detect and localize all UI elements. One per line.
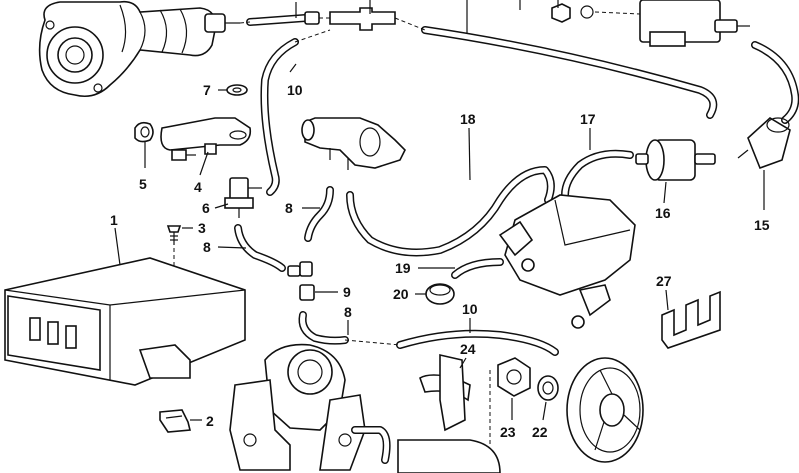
- callout-8-center: 8: [285, 200, 293, 216]
- callout-8-bottom: 8: [344, 304, 352, 320]
- callout-5: 5: [139, 176, 147, 192]
- actuator-housing: [38, 0, 240, 98]
- callout-3: 3: [198, 220, 206, 236]
- callout-16: 16: [655, 205, 671, 221]
- control-unit-1: [4, 257, 246, 386]
- nut-23: [489, 357, 531, 445]
- valve-block: [519, 0, 750, 47]
- damper-16: [635, 139, 716, 181]
- callout-23: 23: [500, 424, 516, 440]
- callout-4: 4: [194, 179, 202, 195]
- callout-20: 20: [393, 286, 409, 302]
- callout-1: 1: [110, 212, 118, 228]
- top-hoses: [239, 7, 799, 124]
- hose-8-center: [304, 186, 334, 242]
- callout-17: 17: [580, 111, 596, 127]
- callout-6: 6: [202, 200, 210, 216]
- clamp-27: [661, 290, 721, 349]
- callout-9: 9: [343, 284, 351, 300]
- hose-10-upper: [260, 29, 331, 196]
- callout-22: 22: [532, 424, 548, 440]
- callout-15: 15: [754, 217, 770, 233]
- clip-2: [159, 409, 192, 433]
- callout-2: 2: [206, 413, 214, 429]
- valve-6: [224, 177, 262, 218]
- callout-27: 27: [656, 273, 672, 289]
- callout-10-lower: 10: [462, 301, 478, 317]
- bracket-4: [160, 117, 252, 161]
- hose-18: [346, 166, 555, 257]
- callout-10-upper: 10: [287, 82, 303, 98]
- hose-17: [561, 149, 634, 199]
- callout-19: 19: [395, 260, 411, 276]
- filter-15: [737, 117, 791, 170]
- washer-7: [226, 84, 248, 96]
- hose-19: [451, 258, 504, 279]
- injector-valve: [301, 117, 406, 170]
- connector-9: [287, 261, 349, 345]
- callout-7: 7: [203, 82, 211, 98]
- fuel-filter-bottom: [351, 426, 501, 473]
- cap-20: [425, 283, 455, 305]
- callout-24: 24: [460, 341, 476, 357]
- pulley-wheel: [566, 357, 644, 463]
- callout-8-left: 8: [203, 239, 211, 255]
- hose-10-lower: [344, 329, 559, 356]
- bracket-24: [419, 353, 471, 432]
- hose-8-left: [234, 224, 286, 272]
- callout-18: 18: [460, 111, 476, 127]
- throttle-body: [498, 194, 636, 329]
- washer-22: [537, 375, 559, 401]
- pressure-regulator: [229, 343, 366, 471]
- grommet-5: [134, 121, 154, 143]
